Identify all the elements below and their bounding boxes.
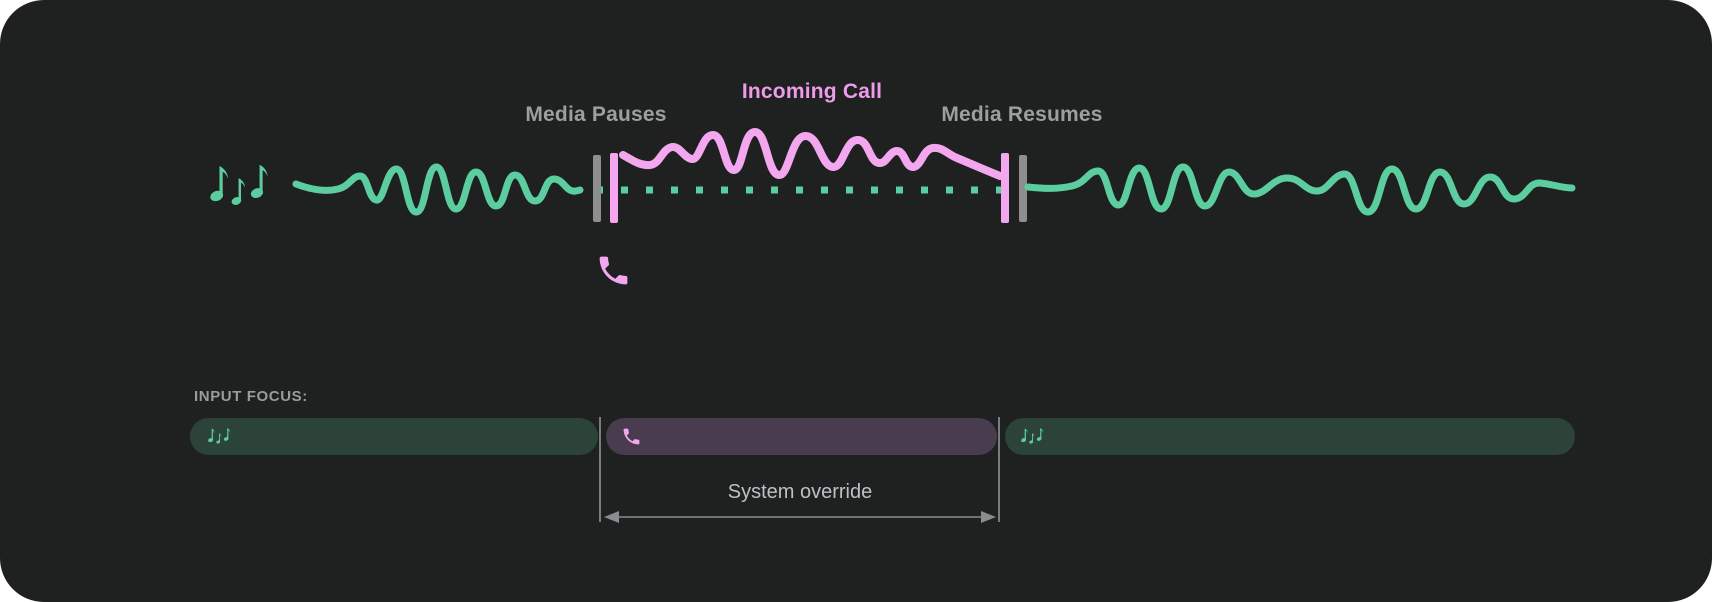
phone-icon [621,426,642,447]
music-notes-icon [210,164,268,207]
incoming-call-label: Incoming Call [741,80,883,103]
pause-marker-gray [593,155,601,222]
override-guide-left [599,417,601,522]
call-wave [619,128,1004,180]
system-override-arrow [604,511,996,523]
media-pauses-label: Media Pauses [525,103,667,126]
system-override-label: System override [727,481,873,503]
media-resumes-label: Media Resumes [941,103,1103,126]
media-wave-before [292,163,584,216]
resume-marker-gray [1019,155,1027,222]
media-wave-after [1024,163,1576,216]
override-guide-right [998,417,1000,522]
music-notes-icon [208,426,232,448]
phone-icon [599,256,628,285]
focus-bar-media-before [190,418,598,455]
input-focus-heading: INPUT FOCUS: [194,388,308,405]
pause-marker-pink [610,153,618,223]
focus-bar-call [606,418,997,455]
focus-bar-media-after [1005,418,1575,455]
music-notes-icon [1021,426,1045,448]
resume-marker-pink [1001,153,1009,223]
